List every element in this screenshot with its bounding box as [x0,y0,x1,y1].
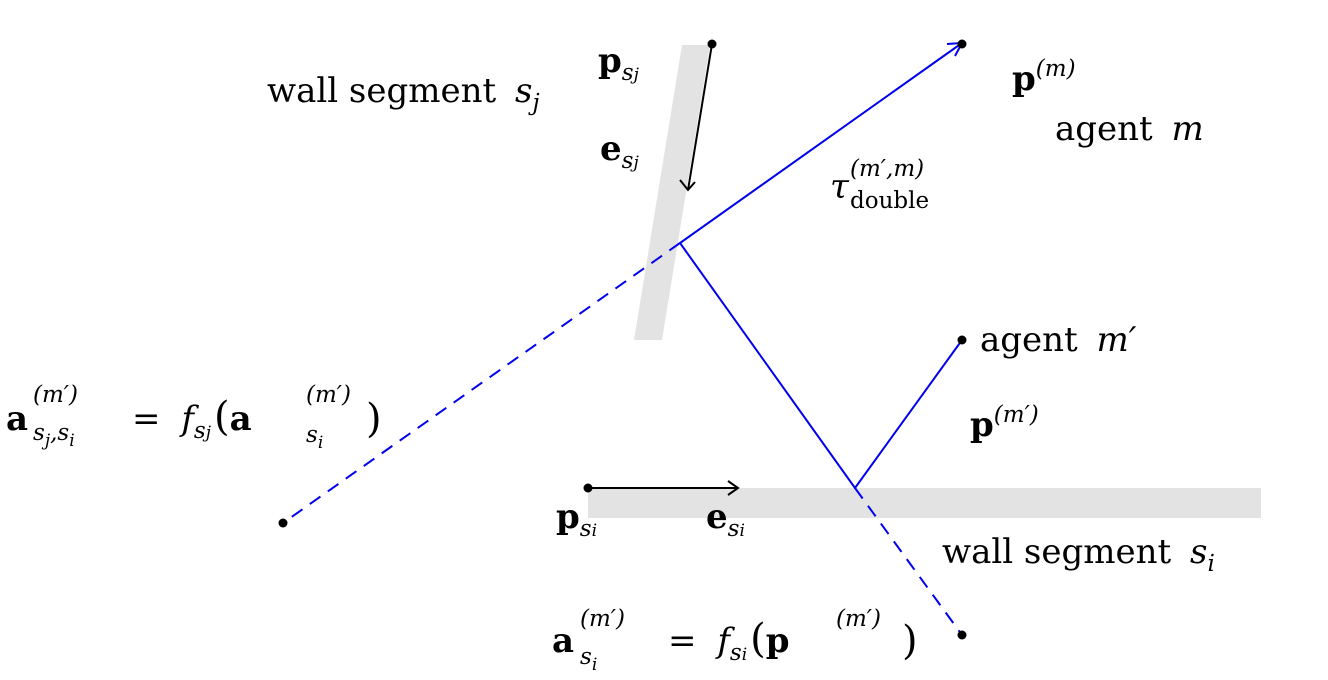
label-e-si: esi [706,497,745,542]
label-image-si: a [552,621,574,661]
label-tau-sup: (m′,m) [850,156,924,182]
label-agent-m-prime: agent m′ [980,320,1137,360]
double-reflection-path [678,42,963,490]
direction-vector-si-arrowhead [727,480,740,496]
direction-vector-sj [687,43,713,191]
label-image-si-sub: si [580,644,597,675]
label-image-si-rhs: = fsi(p [668,616,790,666]
point-agent-m [957,39,967,49]
label-image-sj-si: a [6,399,28,439]
label-image-si-arg-sup: (m′) [836,606,881,632]
label-p-m-prime: p(m′) [970,402,1039,445]
label-image-sj-si-arg-sup: (m′) [306,382,351,408]
label-image-sj-si-arg-sub: si [306,422,323,453]
image-ray-sj [282,242,681,524]
point-agent-m-prime [957,335,967,345]
wall-segment-si [588,488,1261,518]
label-wall-segment-si: wall segment si [942,532,1215,577]
label-image-sj-si-close: ) [366,396,382,442]
label-image-si-sup: (m′) [580,606,625,632]
label-tau-sub: double [850,188,929,214]
point-p-sj [707,39,717,49]
label-image-si-close: ) [902,618,918,664]
label-p-sj: psj [598,41,640,86]
wall-segment-sj [634,45,710,340]
label-image-sj-si-rhs: = fsj(a [132,394,252,444]
label-agent-m: agent m [1055,109,1204,149]
label-wall-segment-sj: wall segment sj [267,71,540,116]
image-ray-si [854,487,963,636]
label-image-sj-si-sup: (m′) [33,382,78,408]
point-image-sj-si [278,518,288,528]
label-p-m: p(m) [1012,56,1076,99]
label-e-sj: esj [600,129,639,174]
point-p-si [583,483,593,493]
label-image-sj-si-sub: sj,si [33,420,75,451]
direction-vector-sj-arrowhead [679,179,696,192]
label-p-si: psi [556,497,597,542]
point-image-si [957,630,967,640]
label-tau-double: τ [830,167,850,207]
